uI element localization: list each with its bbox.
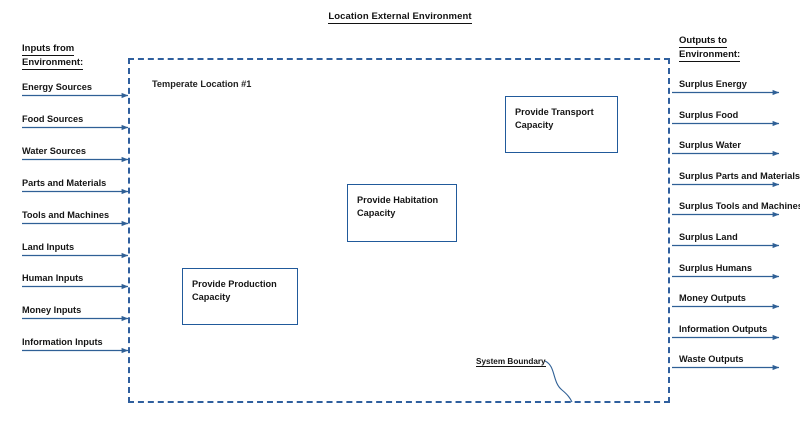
system-boundary-note-text: System Boundary	[476, 357, 546, 367]
page-title-text: Location External Environment	[328, 11, 472, 24]
output-label-1: Surplus Energy	[679, 78, 747, 89]
inputs-header-line1: Inputs from	[22, 43, 75, 56]
capability-box-production[interactable]: Provide Production Capacity	[182, 268, 298, 325]
output-label-2: Surplus Food	[679, 109, 739, 120]
output-label-10: Waste Outputs	[679, 353, 744, 364]
capability-box-transport[interactable]: Provide Transport Capacity	[505, 96, 618, 153]
input-label-7: Human Inputs	[22, 272, 84, 283]
inputs-column-header: Inputs from Environment:	[22, 42, 84, 70]
output-label-4: Surplus Parts and Materials	[679, 170, 800, 181]
system-boundary-rect	[128, 58, 670, 403]
output-label-8: Money Outputs	[679, 292, 746, 303]
input-label-6: Land Inputs	[22, 241, 75, 252]
input-label-9: Information Inputs	[22, 336, 103, 347]
output-label-6: Surplus Land	[679, 231, 738, 242]
outputs-header-line1: Outputs to	[679, 35, 728, 48]
input-label-3: Water Sources	[22, 145, 86, 156]
outputs-column-header: Outputs to Environment:	[679, 34, 741, 62]
outputs-header-line2: Environment:	[679, 49, 741, 62]
output-label-9: Information Outputs	[679, 323, 768, 334]
zone-label: Temperate Location #1	[152, 79, 252, 89]
output-label-7: Surplus Humans	[679, 262, 753, 273]
input-label-8: Money Inputs	[22, 304, 82, 315]
inputs-header-line2: Environment:	[22, 57, 84, 70]
input-label-1: Energy Sources	[22, 81, 92, 92]
input-label-4: Parts and Materials	[22, 177, 107, 188]
page-title: Location External Environment	[0, 11, 800, 24]
capability-box-habitation[interactable]: Provide Habitation Capacity	[347, 184, 457, 242]
input-label-2: Food Sources	[22, 113, 84, 124]
output-label-3: Surplus Water	[679, 139, 741, 150]
output-label-5: Surplus Tools and Machines	[679, 200, 800, 211]
input-label-5: Tools and Machines	[22, 209, 110, 220]
system-boundary-note: System Boundary	[476, 357, 546, 367]
